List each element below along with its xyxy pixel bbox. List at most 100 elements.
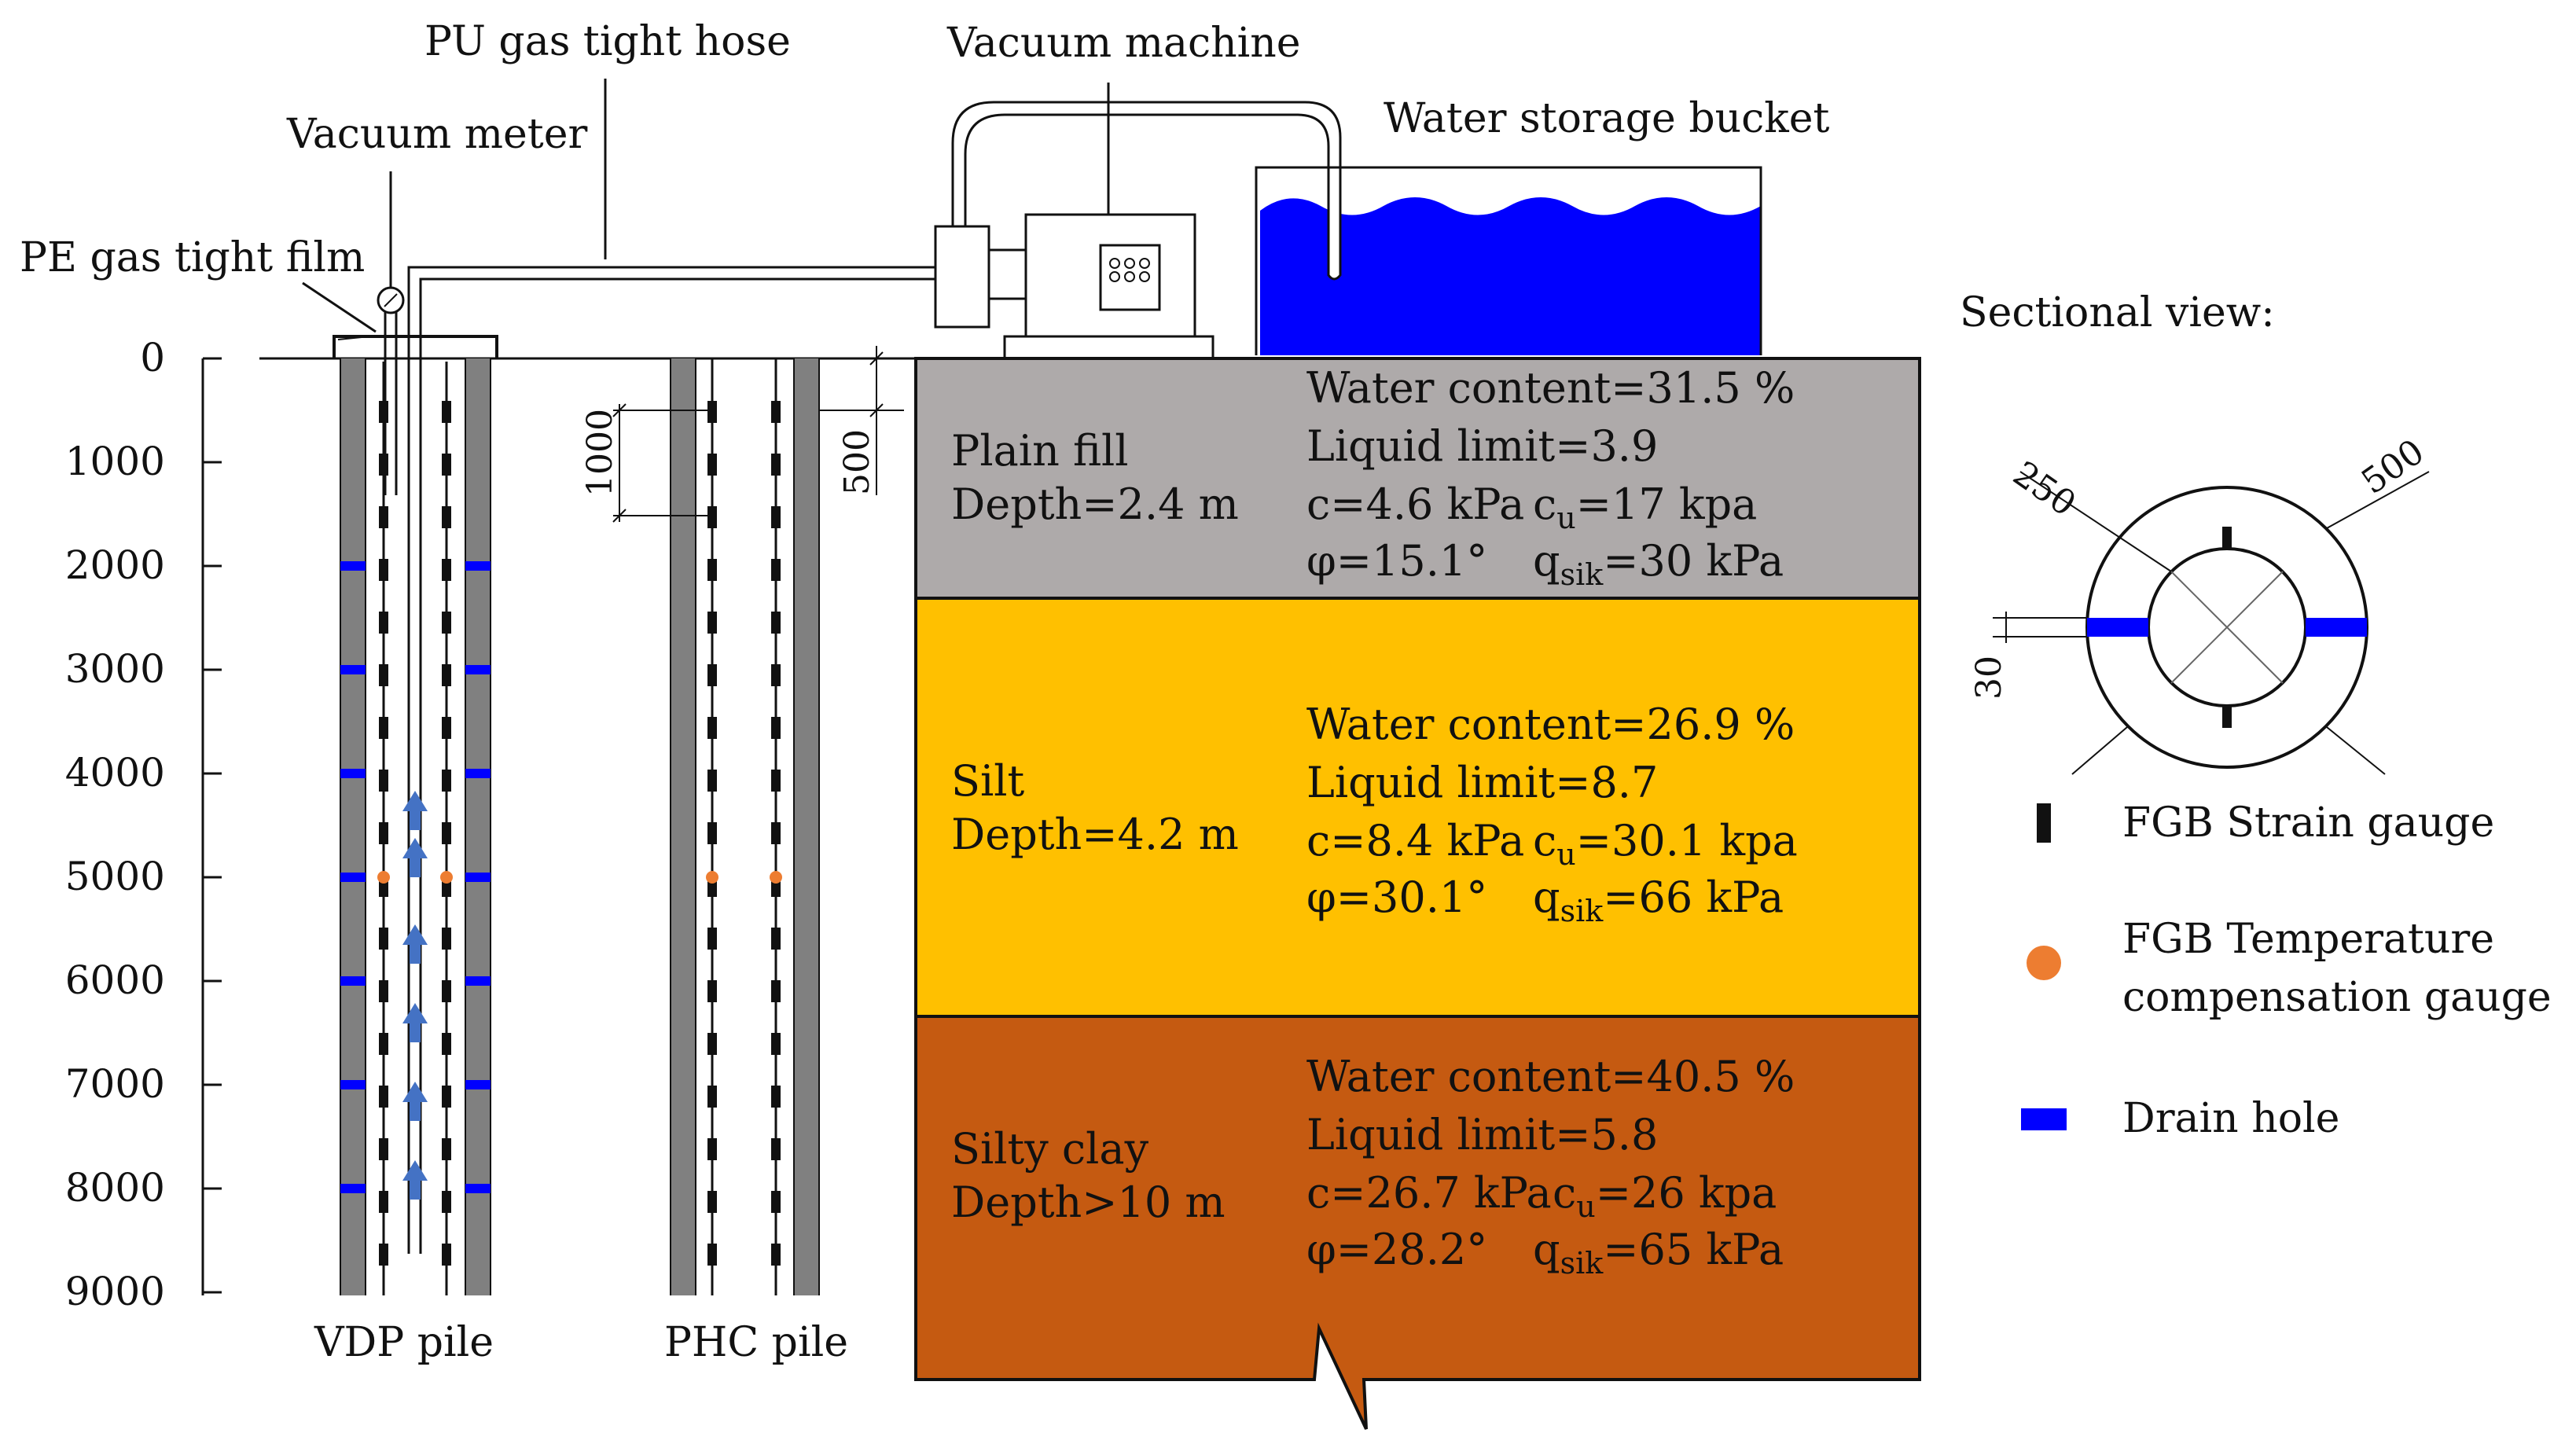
vacuum-machine-buttons-icon	[1109, 258, 1150, 282]
phc-strain-gauge	[707, 1191, 717, 1213]
layer-depth: Depth>10 m	[951, 1178, 1226, 1227]
legend-strain-gauge-label: FGB Strain gauge	[2122, 799, 2494, 847]
dimension-1000-label: 1000	[580, 409, 620, 497]
vdp-pile-cap	[333, 335, 498, 358]
phc-strain-gauge	[707, 559, 717, 581]
water-flow-arrow-icon	[402, 838, 428, 877]
phc-pile-right-wall	[794, 358, 819, 1295]
vdp-temp-gauge-left	[377, 871, 390, 884]
vdp-pile	[340, 330, 491, 1295]
layer-qsik: qsik=66 kPa	[1533, 873, 1784, 928]
vdp-drain-hole	[465, 561, 491, 571]
vdp-strain-gauge	[442, 454, 451, 476]
vacuum-meter-needle	[384, 293, 398, 307]
layer-name: Silty clay	[951, 1124, 1149, 1174]
vdp-drain-hole	[340, 873, 366, 882]
legend-temperature-gauge-label-2: compensation gauge	[2122, 974, 2552, 1021]
vdp-temp-gauge-right	[440, 871, 453, 884]
vdp-strain-gauge	[379, 1033, 388, 1055]
vdp-strain-gauge	[442, 1244, 451, 1266]
hose-outer	[407, 266, 939, 330]
vdp-strain-gauge	[379, 822, 388, 844]
vdp-drain-hole	[340, 976, 366, 986]
section-drain-hole-right	[2306, 618, 2367, 637]
depth-tick-label: 5000	[65, 854, 165, 899]
vdp-drain-hole	[465, 976, 491, 986]
phc-strain-gauge	[707, 928, 717, 950]
vdp-strain-gauge	[379, 717, 388, 739]
water-flow-arrow-icon	[402, 1160, 428, 1200]
phc-strain-gauge	[771, 717, 781, 739]
vdp-drain-hole	[465, 665, 491, 674]
layer-depth: Depth=2.4 m	[951, 479, 1239, 529]
water-bucket-label: Water storage bucket	[1384, 95, 1830, 142]
soil-layer-silt: Silt Depth=4.2 m Water content=26.9 % Li…	[914, 597, 1921, 1018]
legend: FGB Strain gauge FGB Temperature compens…	[2021, 799, 2552, 1142]
vdp-strain-gauge	[379, 664, 388, 686]
vdp-drain-hole	[340, 665, 366, 674]
layer-friction-angle: φ=30.1°	[1306, 873, 1487, 922]
vdp-strain-gauge	[442, 401, 451, 423]
phc-strain-gauge	[707, 770, 717, 792]
vdp-strain-gauge	[379, 612, 388, 634]
legend-strain-gauge-icon	[2037, 803, 2051, 843]
vdp-strain-gauge	[442, 1191, 451, 1213]
vdp-strain-gauge	[442, 506, 451, 528]
hose-inner	[419, 277, 939, 330]
section-strain-gauge-top	[2222, 527, 2232, 550]
depth-tick-label: 1000	[65, 439, 165, 484]
bucket-water	[1260, 197, 1761, 355]
vacuum-meter-label: Vacuum meter	[286, 111, 587, 158]
phc-strain-gauge	[707, 1033, 717, 1055]
vdp-strain-gauge	[379, 506, 388, 528]
pe-film-label: PE gas tight film	[20, 234, 365, 281]
depth-tick-label: 4000	[65, 750, 165, 795]
vdp-strain-gauge	[379, 928, 388, 950]
legend-temperature-gauge-icon	[2027, 946, 2061, 980]
vdp-drain-hole	[465, 1080, 491, 1089]
layer-water-content: Water content=40.5 %	[1306, 1052, 1795, 1101]
water-flow-arrow-icon	[402, 791, 428, 830]
layer-name: Plain fill	[951, 426, 1129, 476]
phc-strain-gauge	[771, 612, 781, 634]
vdp-strain-gauge	[442, 822, 451, 844]
vacuum-pump-head	[934, 225, 990, 329]
section-dim-500-line	[2326, 471, 2430, 529]
vdp-strain-gauge	[442, 980, 451, 1002]
layer-name: Silt	[951, 756, 1025, 806]
layer-depth: Depth=4.2 m	[951, 810, 1239, 859]
phc-strain-gauge	[707, 717, 717, 739]
layer-cu: cu=26 kpa	[1553, 1168, 1777, 1224]
vdp-pile-left-wall	[340, 358, 366, 1295]
vdp-drain-hole	[340, 769, 366, 778]
depth-tick-label: 3000	[65, 646, 165, 692]
layer-friction-angle: φ=28.2°	[1306, 1225, 1487, 1274]
phc-strain-gauge	[707, 822, 717, 844]
layer-cohesion: c=8.4 kPa	[1306, 816, 1524, 865]
phc-strain-gauge	[771, 1244, 781, 1266]
vdp-strain-gauge	[379, 454, 388, 476]
layer-qsik: qsik=65 kPa	[1533, 1225, 1784, 1280]
vdp-drain-hole	[340, 561, 366, 571]
section-strain-gauge-bottom	[2222, 704, 2232, 728]
phc-strain-gauge	[771, 770, 781, 792]
vdp-strain-gauge	[379, 1244, 388, 1266]
phc-strain-gauge	[707, 1138, 717, 1160]
phc-strain-gauge	[707, 401, 717, 423]
phc-strain-gauge	[771, 1086, 781, 1108]
phc-strain-gauge	[771, 664, 781, 686]
phc-strain-gauge	[771, 559, 781, 581]
depth-tick-label: 9000	[65, 1269, 165, 1314]
soil-layer-plain-fill-fill	[914, 357, 1921, 600]
phc-strain-gauge	[771, 1191, 781, 1213]
water-storage-bucket	[1255, 166, 1762, 355]
pe-film-edge	[337, 336, 370, 340]
depth-tick-label: 6000	[65, 957, 165, 1003]
vdp-pile-label: VDP pile	[314, 1319, 494, 1366]
vdp-strain-gauge	[379, 401, 388, 423]
layer-cohesion: c=4.6 kPa	[1306, 479, 1524, 529]
drain-pipe-outer	[951, 101, 1342, 271]
